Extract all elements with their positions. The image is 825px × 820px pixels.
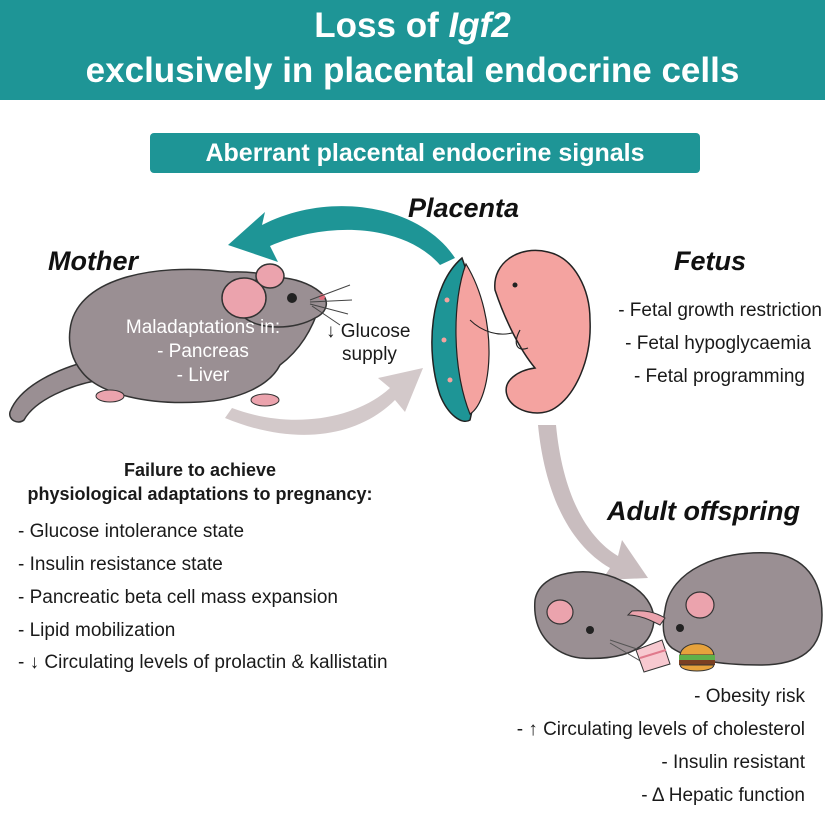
fetus-effect: - Fetal programming	[633, 366, 805, 387]
signals-banner: Aberrant placental endocrine signals	[150, 133, 700, 173]
failure-item: - Glucose intolerance state	[18, 521, 245, 542]
gray-arrow-icon	[225, 368, 423, 435]
maladaptations-title: Maladaptations in:	[125, 317, 281, 338]
maladaptations-box: Maladaptations in: - Pancreas - Liver	[103, 316, 303, 388]
placenta-label: Placenta	[408, 193, 520, 223]
offspring-effect: - Obesity risk	[694, 686, 805, 707]
failure-title: Failure to achieve physiological adaptat…	[0, 458, 400, 506]
adult-offspring-label: Adult offspring	[607, 496, 800, 526]
supply-line: supply	[342, 344, 397, 365]
mouse-icon	[534, 571, 655, 663]
failure-item: - Insulin resistance state	[18, 554, 223, 575]
glucose-line: ↓ Glucose	[326, 321, 411, 342]
mouse-icon	[9, 263, 353, 423]
offspring-effect: - Δ Hepatic function	[641, 785, 805, 806]
fetus-icon	[494, 249, 591, 414]
gene-name: Igf2	[448, 6, 511, 45]
failure-item: - Pancreatic beta cell mass expansion	[18, 587, 338, 608]
fetus-effect: - Fetal hypoglycaemia	[625, 333, 811, 354]
mouse-icon	[626, 551, 823, 666]
failure-title-line: Failure to achieve	[123, 460, 277, 480]
title-banner: Loss of Igf2 exclusively in placental en…	[0, 0, 825, 100]
placenta-icon	[431, 256, 521, 422]
cake-icon	[635, 639, 671, 673]
teal-arrow-icon	[228, 206, 455, 265]
gray-arrow-icon	[538, 425, 648, 580]
fetus-effect: - Fetal growth restriction	[618, 300, 822, 321]
maladaptation-item: - Pancreas	[157, 341, 249, 362]
failure-title-line: physiological adaptations to pregnancy:	[27, 484, 373, 504]
title-line-2: exclusively in placental endocrine cells	[85, 51, 740, 90]
burger-icon	[679, 643, 715, 672]
glucose-supply-label: ↓ Glucose supply	[326, 320, 410, 366]
failure-item: - ↓ Circulating levels of prolactin & ka…	[18, 652, 388, 673]
offspring-effect: - ↑ Circulating levels of cholesterol	[516, 719, 805, 740]
mother-label: Mother	[48, 246, 138, 276]
title-line-1: Loss of Igf2	[314, 6, 511, 45]
maladaptation-item: - Liver	[176, 365, 230, 386]
offspring-effect: - Insulin resistant	[661, 752, 805, 773]
fetus-label: Fetus	[674, 246, 747, 276]
failure-item: - Lipid mobilization	[18, 620, 176, 641]
